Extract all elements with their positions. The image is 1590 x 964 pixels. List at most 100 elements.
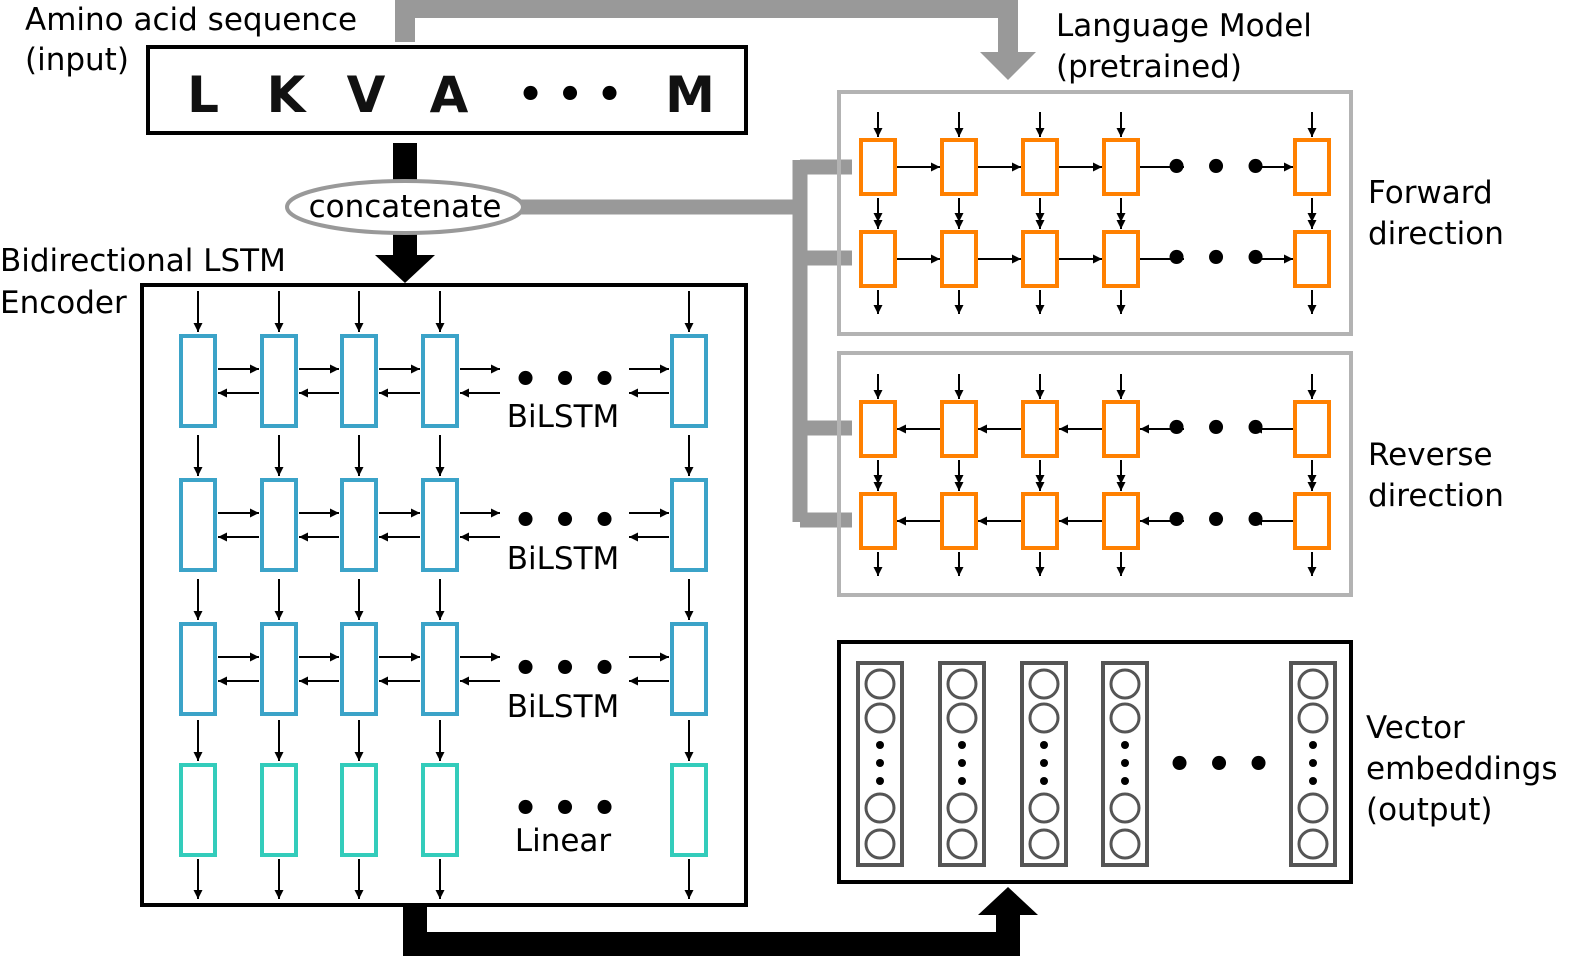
encoder-cells-group bbox=[179, 291, 708, 899]
lm-forward-box bbox=[837, 90, 1353, 336]
linear-label: Linear bbox=[515, 823, 612, 859]
linear-cell bbox=[340, 763, 378, 857]
lm-cell bbox=[1102, 230, 1140, 288]
lm-cell bbox=[1021, 138, 1059, 196]
lm-cell bbox=[1102, 400, 1140, 458]
embedding-columns-group bbox=[856, 661, 1337, 867]
reverse-label-line1: Reverse bbox=[1368, 437, 1493, 473]
linear-cell bbox=[421, 763, 459, 857]
lm-cell bbox=[859, 400, 897, 458]
embedding-unit bbox=[1109, 828, 1141, 860]
encoder-to-output-arrow bbox=[403, 887, 1038, 956]
bilstm-cell bbox=[340, 622, 378, 716]
lm-cell bbox=[859, 492, 897, 550]
output-title-line3: (output) bbox=[1366, 792, 1492, 828]
encoder-ellipsis: • • • bbox=[513, 498, 618, 544]
lm-to-concatenate-connector bbox=[520, 159, 852, 528]
encoder-ellipsis: • • • bbox=[513, 357, 618, 403]
input-letter: M bbox=[665, 66, 715, 124]
lm-ellipsis: • • • bbox=[1164, 406, 1269, 452]
encoder-title-line2: Encoder bbox=[0, 285, 127, 321]
embedding-column bbox=[856, 661, 904, 867]
embedding-unit bbox=[1028, 828, 1060, 860]
embedding-unit bbox=[864, 702, 896, 734]
encoder-ellipsis: • • • bbox=[513, 786, 618, 832]
concatenate-label: concatenate bbox=[309, 189, 502, 225]
lm-cell bbox=[1102, 138, 1140, 196]
embedding-unit bbox=[1297, 668, 1329, 700]
embedding-dot bbox=[1121, 759, 1129, 767]
bilstm-cell bbox=[179, 622, 217, 716]
lm-ellipsis: • • • bbox=[1164, 236, 1269, 282]
embedding-dot bbox=[876, 741, 884, 749]
embedding-unit bbox=[1028, 792, 1060, 824]
embedding-dot bbox=[1040, 777, 1048, 785]
bilstm-cell bbox=[421, 334, 459, 428]
input-sequence-box bbox=[146, 45, 748, 135]
encoder-box bbox=[140, 283, 748, 907]
embedding-unit bbox=[946, 702, 978, 734]
bilstm-cell bbox=[179, 478, 217, 572]
lm-title-line1: Language Model bbox=[1056, 8, 1312, 44]
bilstm-label: BiLSTM bbox=[507, 399, 620, 435]
lm-cell bbox=[940, 492, 978, 550]
bilstm-cell bbox=[670, 478, 708, 572]
embedding-unit bbox=[946, 828, 978, 860]
lm-reverse-box bbox=[837, 351, 1353, 597]
lm-cell bbox=[1293, 138, 1331, 196]
embedding-unit bbox=[1109, 702, 1141, 734]
input-ellipsis: • • • bbox=[518, 72, 623, 118]
embedding-dot bbox=[876, 759, 884, 767]
lm-cell bbox=[1102, 492, 1140, 550]
lm-cell bbox=[1021, 400, 1059, 458]
embedding-dot bbox=[1040, 759, 1048, 767]
embedding-dot bbox=[1121, 741, 1129, 749]
embedding-ellipsis: • • • bbox=[1167, 742, 1272, 788]
embedding-unit bbox=[946, 668, 978, 700]
embedding-unit bbox=[864, 792, 896, 824]
embedding-dot bbox=[1309, 759, 1317, 767]
input-letter: V bbox=[347, 66, 386, 124]
lm-cells-group bbox=[859, 112, 1331, 576]
bilstm-cell bbox=[340, 478, 378, 572]
embedding-dot bbox=[958, 759, 966, 767]
reverse-label-line2: direction bbox=[1368, 478, 1504, 514]
embedding-unit bbox=[1028, 702, 1060, 734]
embedding-column bbox=[1020, 661, 1068, 867]
bilstm-cell bbox=[260, 478, 298, 572]
forward-label-line2: direction bbox=[1368, 216, 1504, 252]
bilstm-cell bbox=[179, 334, 217, 428]
bilstm-cell bbox=[421, 622, 459, 716]
input-to-encoder-arrow bbox=[375, 143, 435, 283]
embedding-column bbox=[1289, 661, 1337, 867]
embedding-unit bbox=[1297, 702, 1329, 734]
forward-label-line1: Forward bbox=[1368, 175, 1493, 211]
embedding-column bbox=[1101, 661, 1149, 867]
encoder-ellipsis: • • • bbox=[513, 646, 618, 692]
embedding-unit bbox=[864, 828, 896, 860]
bilstm-label: BiLSTM bbox=[507, 689, 620, 725]
lm-cell bbox=[1293, 230, 1331, 288]
input-letter: K bbox=[267, 66, 308, 124]
lm-ellipsis: • • • bbox=[1164, 145, 1269, 191]
embedding-dot bbox=[1309, 741, 1317, 749]
embedding-unit bbox=[1297, 828, 1329, 860]
lm-cell bbox=[859, 230, 897, 288]
lm-cell bbox=[1021, 230, 1059, 288]
embedding-dot bbox=[1040, 741, 1048, 749]
lm-cell bbox=[940, 138, 978, 196]
bilstm-cell bbox=[260, 622, 298, 716]
bilstm-cell bbox=[670, 334, 708, 428]
linear-cell bbox=[260, 763, 298, 857]
bilstm-cell bbox=[421, 478, 459, 572]
embedding-unit bbox=[946, 792, 978, 824]
output-title-line2: embeddings bbox=[1366, 751, 1557, 787]
embedding-dot bbox=[1309, 777, 1317, 785]
lm-ellipsis: • • • bbox=[1164, 498, 1269, 544]
embedding-unit bbox=[1297, 792, 1329, 824]
embedding-dot bbox=[1121, 777, 1129, 785]
embedding-dot bbox=[958, 741, 966, 749]
lm-cell bbox=[940, 400, 978, 458]
lm-cell bbox=[940, 230, 978, 288]
